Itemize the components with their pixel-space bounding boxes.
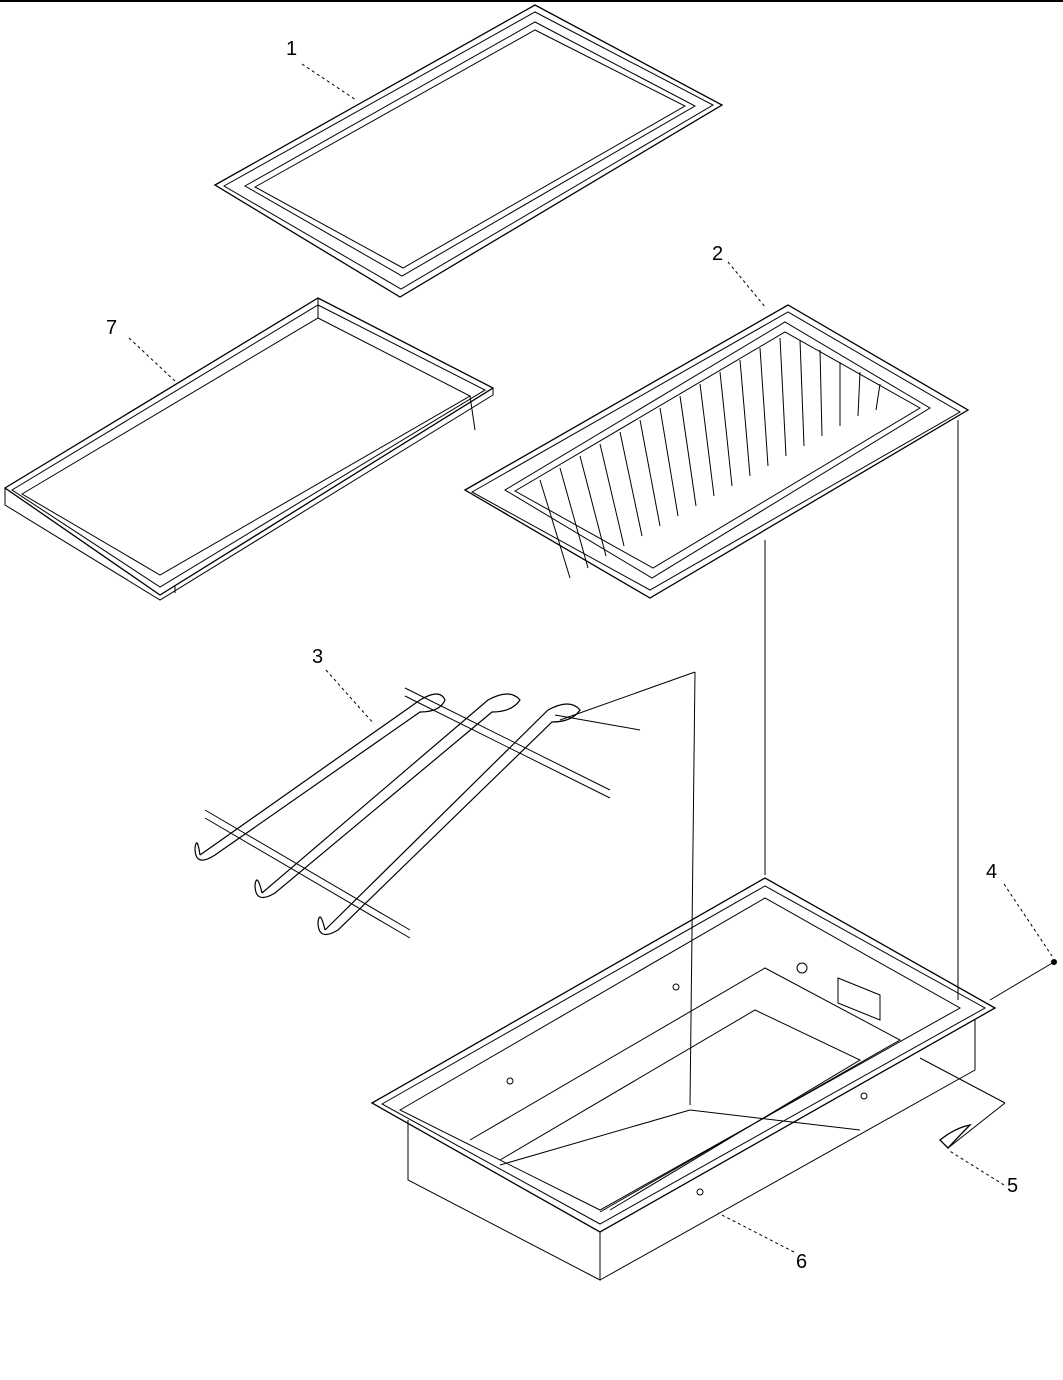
part-6-housing-pan xyxy=(370,877,997,1281)
callout-2-label: 2 xyxy=(712,243,723,265)
callout-4-label: 4 xyxy=(986,861,997,883)
callout-leaders xyxy=(128,63,1053,1253)
part-1-cover-panel xyxy=(213,4,724,298)
callout-6-label: 6 xyxy=(796,1251,807,1273)
part-2-ribbed-liner xyxy=(463,304,970,1000)
part-4-screw xyxy=(989,959,1057,1001)
part-5-clip xyxy=(919,1057,1006,1149)
callout-5-label: 5 xyxy=(1007,1175,1018,1197)
callout-7-label: 7 xyxy=(106,317,117,339)
callout-3-label: 3 xyxy=(312,646,323,668)
part-7-shallow-tray xyxy=(3,297,495,601)
callout-1-label: 1 xyxy=(286,38,297,60)
part-3-heating-element xyxy=(194,671,696,1106)
